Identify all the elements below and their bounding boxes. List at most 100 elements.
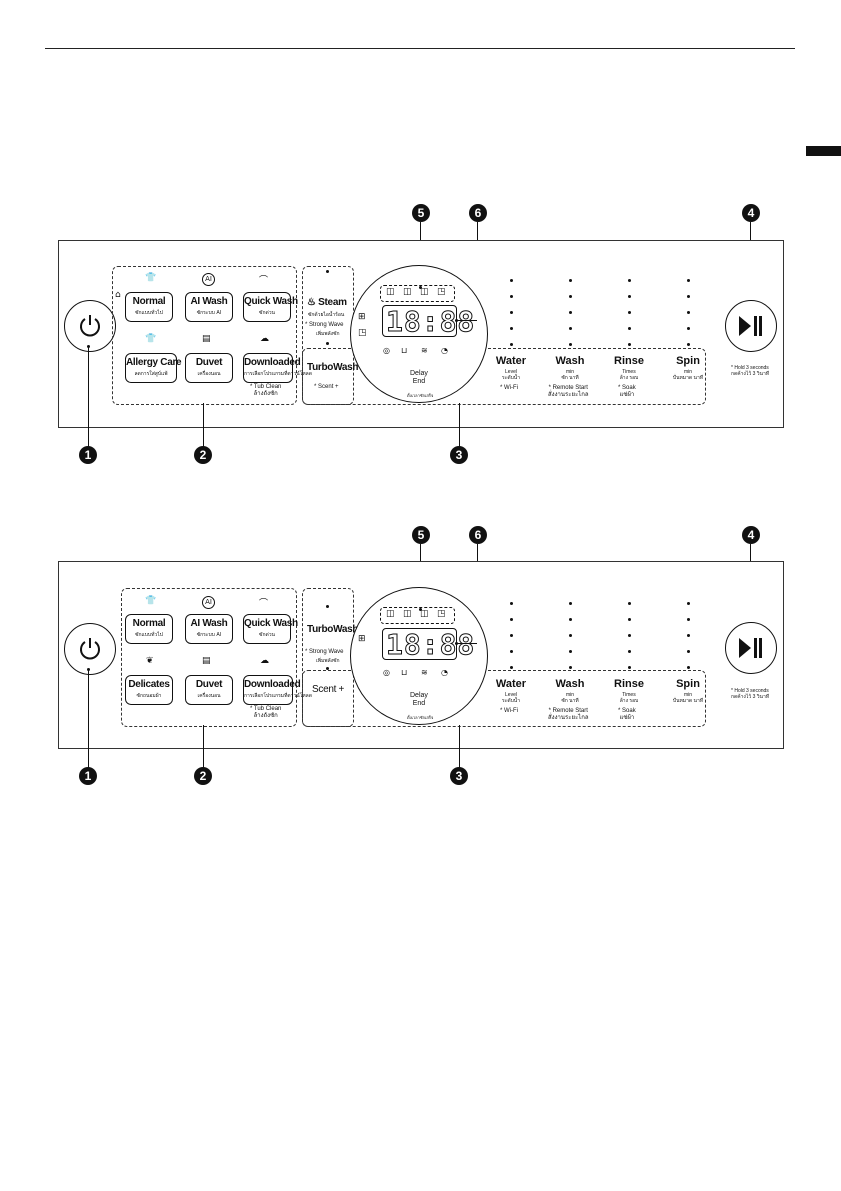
shirt-icon: 👕 <box>145 273 157 283</box>
option-led <box>628 602 631 605</box>
status-icons-row: ◫ ◫ ◫ ◳ <box>380 285 455 302</box>
steam-icon: ♨ <box>307 297 316 308</box>
option-led <box>687 327 690 330</box>
callout-1: 1 <box>79 767 97 785</box>
option-spin-button[interactable]: Spin <box>676 678 700 690</box>
leader-line <box>203 403 204 447</box>
leader-line <box>88 670 89 768</box>
start-pause-button[interactable] <box>725 300 777 352</box>
option-water-button[interactable]: Water <box>495 355 527 367</box>
indicator-dot <box>326 270 329 273</box>
leader-dot <box>455 642 458 645</box>
option-sub1: Level <box>505 369 517 375</box>
option-water-button[interactable]: Water <box>495 678 527 690</box>
scent-button[interactable]: Scent + <box>312 684 345 695</box>
leader-dot <box>87 668 90 671</box>
lock-status-icon: ◳ <box>437 287 446 297</box>
program-sub: เครื่องนอน <box>197 371 221 377</box>
option-sub2: ปั่นหมาด นาที <box>672 698 704 704</box>
option-sub1: Times <box>622 692 636 698</box>
callout-5: 5 <box>412 204 430 222</box>
tub-icon: ⊔ <box>401 346 408 355</box>
program-group <box>112 266 297 405</box>
option-led <box>687 279 690 282</box>
option-rinse-button[interactable]: Rinse <box>614 355 644 367</box>
option-sub2: ล้าง รอบ <box>619 698 639 704</box>
program-sub: ซักแบบทั่วไป <box>135 310 163 316</box>
option-sub2: ล้าง รอบ <box>619 375 639 381</box>
steam-button[interactable]: ♨ Steam <box>307 297 347 308</box>
option-wash-button[interactable]: Wash <box>555 355 585 367</box>
quick-wash-icon: ⌒ <box>259 599 269 609</box>
option-wash-button[interactable]: Wash <box>555 678 585 690</box>
power-button[interactable] <box>64 623 116 675</box>
soak-sub: แช่ผ้า <box>619 392 635 398</box>
program-downloaded-button[interactable]: Downloaded การเลือกโปรแกรมที่ดาวน์โหลด <box>243 675 312 705</box>
program-sub: ซักระบบ AI <box>196 310 222 316</box>
lcd-digits: 18:88 <box>385 628 476 662</box>
option-led <box>628 295 631 298</box>
strong-wave-label[interactable]: * Strong Wave <box>305 322 344 328</box>
option-led <box>510 311 513 314</box>
strong-wave-label[interactable]: * Strong Wave <box>305 649 344 655</box>
tub-clean-sub: ล้างถังซัก <box>253 713 278 719</box>
program-label: AI Wash <box>190 618 228 629</box>
power-button[interactable] <box>64 300 116 352</box>
wifi-icon: ≋ <box>421 668 428 677</box>
program-sub: การเลือกโปรแกรมที่ดาวน์โหลด <box>244 371 312 377</box>
scent-label[interactable]: * Scent + <box>314 384 339 390</box>
option-rinse-button[interactable]: Rinse <box>614 678 644 690</box>
option-led <box>510 602 513 605</box>
delay-end-sub: ตั้งเวลาซักเสร็จ <box>407 715 434 720</box>
program-downloaded-button[interactable]: Downloaded การเลือกโปรแกรมที่ดาวน์โหลด <box>243 353 312 383</box>
allergy-icon: 👕 <box>145 334 157 344</box>
program-label: Downloaded <box>244 357 301 368</box>
lcd-display: 18:88 <box>382 305 475 339</box>
leader-dot <box>87 345 90 348</box>
turbowash-button[interactable]: TurboWash <box>307 624 359 635</box>
option-led <box>510 650 513 653</box>
option-led <box>687 311 690 314</box>
strong-wave-text: Strong Wave <box>309 322 344 328</box>
program-label: Downloaded <box>244 679 301 690</box>
wash-status-icon: ◫ <box>386 609 395 619</box>
scent-text: Scent + <box>318 384 339 390</box>
leader-line <box>459 403 460 447</box>
option-led <box>687 650 690 653</box>
option-sub1: min <box>683 692 693 698</box>
download-icon: ☁ <box>260 334 269 344</box>
start-pause-button[interactable] <box>725 622 777 674</box>
steam-status-icon: ⊞ <box>358 634 366 644</box>
option-spin-button[interactable]: Spin <box>676 355 700 367</box>
tub-clean-text: Tub Clean <box>253 384 282 390</box>
turbowash-button[interactable]: TurboWash <box>307 362 359 373</box>
wifi-label: * Wi-Fi <box>500 385 519 391</box>
power-icon <box>80 638 100 660</box>
leader-dot <box>455 319 458 322</box>
option-led <box>687 666 690 669</box>
option-led <box>510 295 513 298</box>
duvet-icon: ▤ <box>202 656 211 666</box>
program-sub: การเลือกโปรแกรมที่ดาวน์โหลด <box>244 693 312 699</box>
callout-1: 1 <box>79 446 97 464</box>
option-sub1: min <box>565 369 575 375</box>
option-sub1: min <box>565 692 575 698</box>
